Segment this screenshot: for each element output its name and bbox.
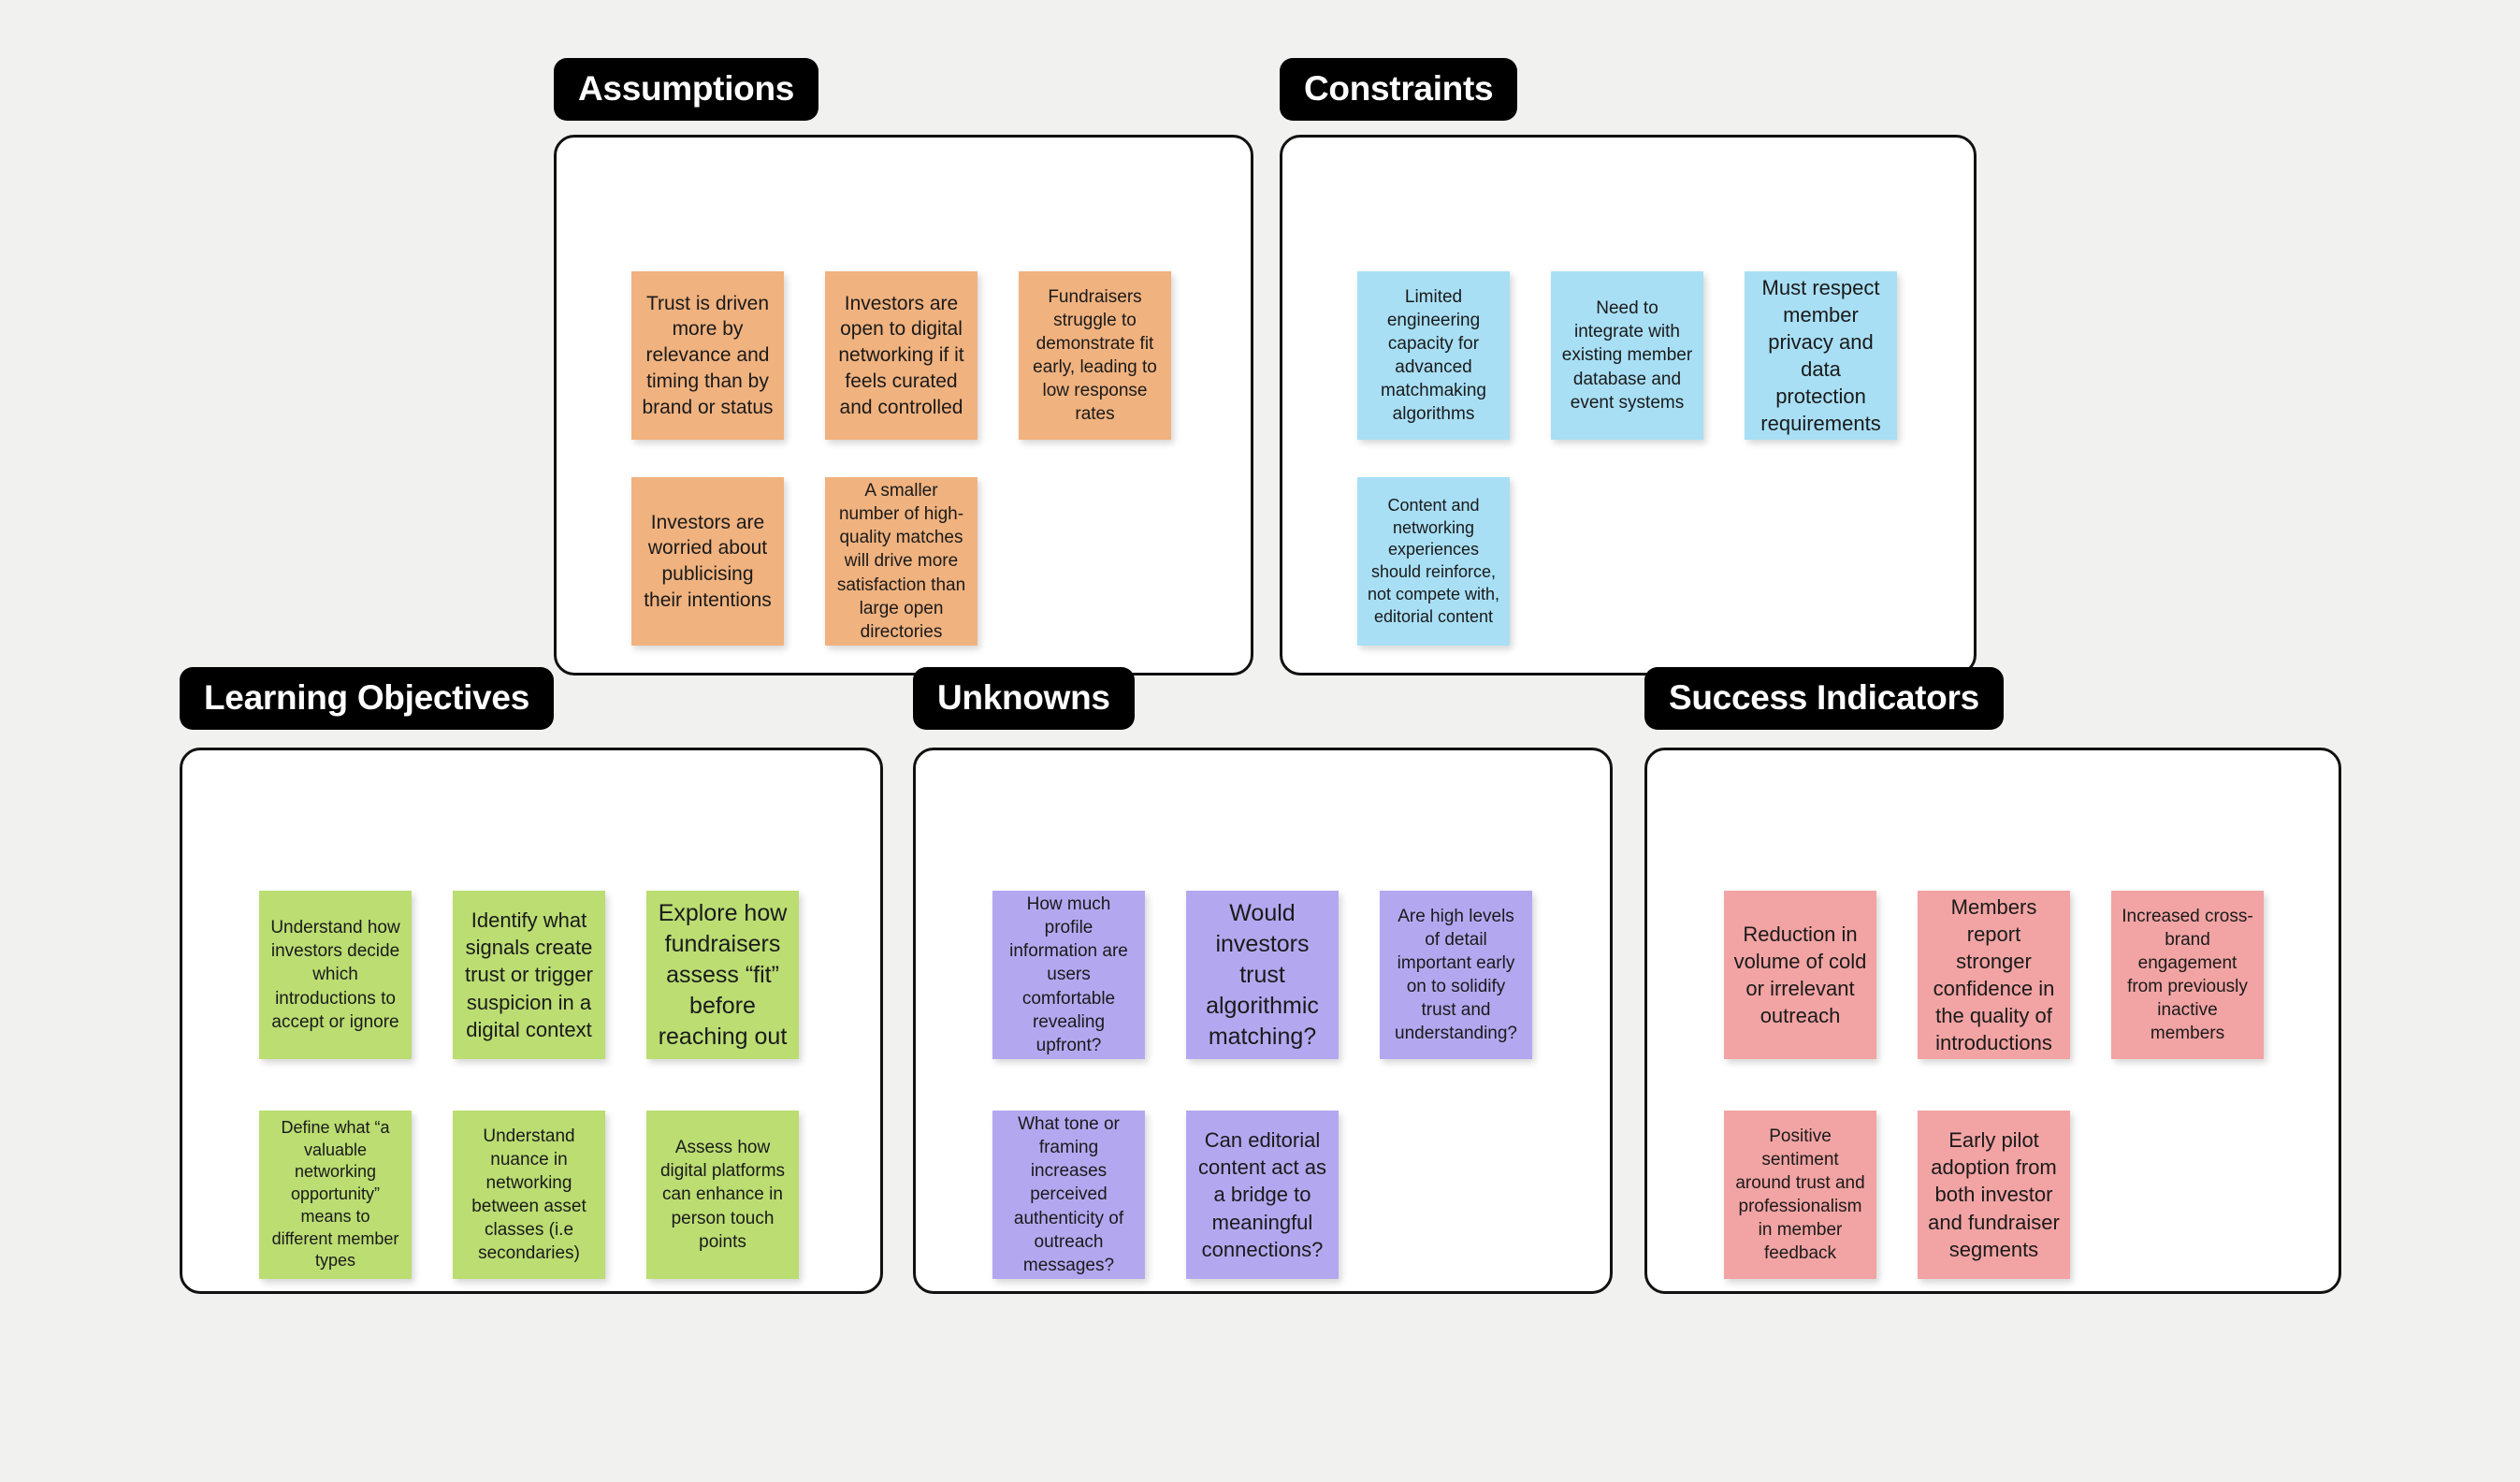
section-tab-success-indicators[interactable]: Success Indicators	[1644, 667, 2004, 730]
sticky-note-text: Must respect member privacy and data pro…	[1760, 275, 1881, 436]
note-row: Define what “a valuable networking oppor…	[259, 1111, 840, 1279]
sticky-note[interactable]: Would investors trust algorithmic matchi…	[1186, 891, 1339, 1059]
sticky-note[interactable]: Explore how fundraisers assess “fit” bef…	[646, 891, 799, 1059]
note-row: Reduction in volume of cold or irrelevan…	[1724, 891, 2305, 1059]
sticky-note[interactable]: Are high levels of detail important earl…	[1380, 891, 1532, 1059]
sticky-note-text: A smaller number of high-quality matches…	[836, 481, 966, 642]
sticky-note[interactable]: How much profile information are users c…	[992, 891, 1145, 1059]
note-row: Limited engineering capacity for advance…	[1357, 271, 1938, 440]
sticky-note[interactable]: Members report stronger confidence in th…	[1918, 891, 2070, 1059]
sticky-note[interactable]: Content and networking experiences shoul…	[1357, 477, 1510, 646]
section-unknowns: Unknowns How much profile information ar…	[913, 667, 1613, 1294]
note-row: Content and networking experiences shoul…	[1357, 477, 1551, 646]
sticky-note[interactable]: Understand how investors decide which in…	[259, 891, 412, 1059]
notes-container: Reduction in volume of cold or irrelevan…	[1647, 750, 2339, 1291]
section-tab-unknowns[interactable]: Unknowns	[913, 667, 1135, 730]
sticky-note[interactable]: Limited engineering capacity for advance…	[1357, 271, 1510, 440]
sticky-note[interactable]: What tone or framing increases perceived…	[992, 1111, 1145, 1279]
sticky-note-text: Define what “a valuable networking oppor…	[271, 1117, 399, 1271]
notes-container: Understand how investors decide which in…	[182, 750, 880, 1291]
note-row: Understand how investors decide which in…	[259, 891, 840, 1059]
sticky-note-text: Can editorial content act as a bridge to…	[1198, 1128, 1326, 1261]
sticky-note-text: Understand nuance in networking between …	[471, 1126, 587, 1264]
section-panel-unknowns: How much profile information are users c…	[913, 748, 1613, 1294]
note-row: How much profile information are users c…	[992, 891, 1573, 1059]
sticky-note[interactable]: Positive sentiment around trust and prof…	[1724, 1111, 1876, 1279]
sticky-note-text: Identify what signals create trust or tr…	[465, 908, 593, 1041]
section-panel-success-indicators: Reduction in volume of cold or irrelevan…	[1644, 748, 2341, 1294]
section-panel-assumptions: Trust is driven more by relevance and ti…	[554, 135, 1253, 676]
note-row: Trust is driven more by relevance and ti…	[631, 271, 1212, 440]
section-tab-learning-objectives[interactable]: Learning Objectives	[180, 667, 554, 730]
sticky-note-text: Reduction in volume of cold or irrelevan…	[1733, 922, 1867, 1028]
sticky-note-text: Assess how digital platforms can enhance…	[659, 1138, 786, 1252]
sticky-note-text: Understand how investors decide which in…	[270, 918, 400, 1032]
sticky-note-text: Content and networking experiences shoul…	[1367, 495, 1500, 626]
sticky-note-text: Are high levels of detail important earl…	[1395, 906, 1517, 1044]
sticky-note[interactable]: Early pilot adoption from both investor …	[1918, 1111, 2070, 1279]
sticky-note-text: Investors are worried about publicising …	[644, 511, 772, 611]
notes-container: How much profile information are users c…	[916, 750, 1610, 1291]
sticky-note-text: Explore how fundraisers assess “fit” bef…	[658, 899, 788, 1050]
notes-container: Trust is driven more by relevance and ti…	[557, 138, 1251, 673]
sticky-note[interactable]: Increased cross-brand engagement from pr…	[2111, 891, 2264, 1059]
section-tab-constraints[interactable]: Constraints	[1280, 58, 1518, 121]
sticky-note[interactable]: A smaller number of high-quality matches…	[825, 477, 978, 646]
sticky-note-text: Trust is driven more by relevance and ti…	[642, 292, 774, 418]
sticky-note[interactable]: Fundraisers struggle to demonstrate fit …	[1019, 271, 1171, 440]
sticky-note[interactable]: Trust is driven more by relevance and ti…	[631, 271, 784, 440]
section-tab-assumptions[interactable]: Assumptions	[554, 58, 819, 121]
sticky-note-text: Positive sentiment around trust and prof…	[1735, 1126, 1865, 1264]
sticky-note[interactable]: Investors are worried about publicising …	[631, 477, 784, 646]
sticky-note-text: What tone or framing increases perceived…	[1013, 1114, 1124, 1275]
sticky-note-text: Need to integrate with existing member d…	[1561, 298, 1693, 413]
sticky-note-text: Would investors trust algorithmic matchi…	[1206, 899, 1319, 1050]
sticky-note-text: Limited engineering capacity for advance…	[1381, 286, 1486, 425]
sticky-note[interactable]: Reduction in volume of cold or irrelevan…	[1724, 891, 1876, 1059]
section-assumptions: Assumptions Trust is driven more by rele…	[554, 58, 1253, 676]
note-row: Investors are worried about publicising …	[631, 477, 1019, 646]
note-row: What tone or framing increases perceived…	[992, 1111, 1380, 1279]
sticky-note-text: Increased cross-brand engagement from pr…	[2122, 906, 2253, 1044]
sticky-note-text: Fundraisers struggle to demonstrate fit …	[1033, 286, 1157, 425]
sticky-note[interactable]: Investors are open to digital networking…	[825, 271, 978, 440]
note-row: Positive sentiment around trust and prof…	[1724, 1111, 2111, 1279]
section-success-indicators: Success Indicators Reduction in volume o…	[1644, 667, 2341, 1294]
sticky-note[interactable]: Identify what signals create trust or tr…	[453, 891, 605, 1059]
sticky-note[interactable]: Understand nuance in networking between …	[453, 1111, 605, 1279]
sticky-note[interactable]: Assess how digital platforms can enhance…	[646, 1111, 799, 1279]
sticky-note[interactable]: Define what “a valuable networking oppor…	[259, 1111, 412, 1279]
sticky-note-text: Investors are open to digital networking…	[838, 292, 964, 418]
sticky-note-text: Members report stronger confidence in th…	[1933, 894, 2055, 1055]
sticky-note[interactable]: Can editorial content act as a bridge to…	[1186, 1111, 1339, 1279]
sticky-note-text: Early pilot adoption from both investor …	[1928, 1128, 2060, 1261]
section-panel-learning-objectives: Understand how investors decide which in…	[180, 748, 883, 1294]
sticky-note[interactable]: Must respect member privacy and data pro…	[1745, 271, 1897, 440]
notes-container: Limited engineering capacity for advance…	[1282, 138, 1974, 673]
section-learning-objectives: Learning Objectives Understand how inves…	[180, 667, 883, 1294]
sticky-note-text: How much profile information are users c…	[1009, 894, 1128, 1055]
sticky-note[interactable]: Need to integrate with existing member d…	[1551, 271, 1703, 440]
section-panel-constraints: Limited engineering capacity for advance…	[1280, 135, 1977, 676]
section-constraints: Constraints Limited engineering capacity…	[1280, 58, 1977, 676]
